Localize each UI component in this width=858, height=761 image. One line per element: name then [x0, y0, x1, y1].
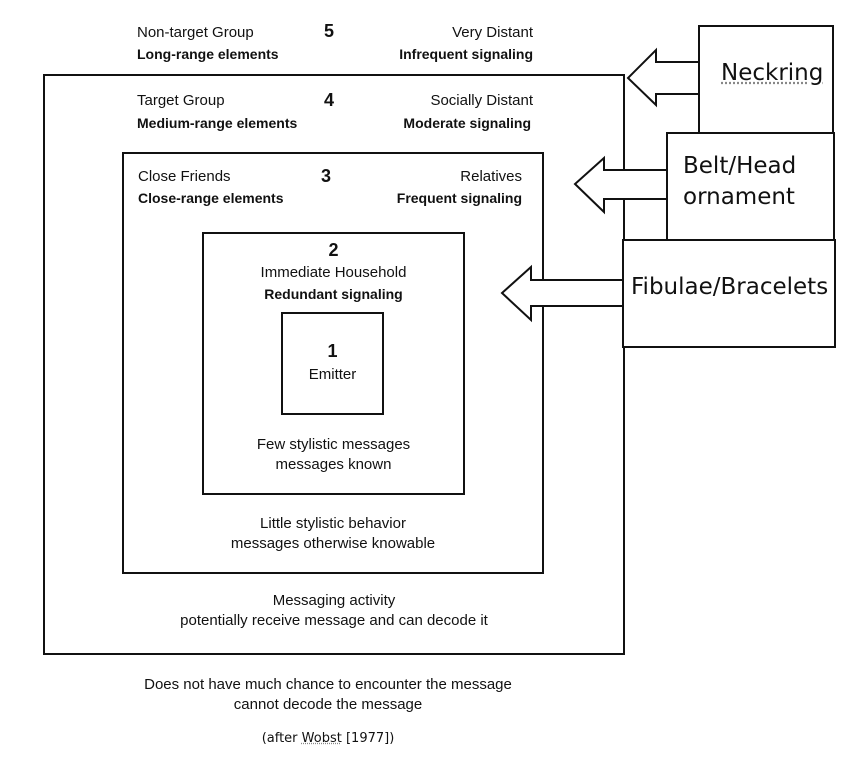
level1-box	[281, 312, 384, 415]
level3-right-title: Relatives	[460, 168, 522, 185]
neckring-box	[698, 25, 834, 134]
level5-right-subtitle: Infrequent signaling	[399, 46, 533, 62]
level5-left-subtitle: Long-range elements	[137, 46, 279, 62]
fibulae-arrow	[500, 264, 624, 323]
level5-note-line2: cannot decode the message	[233, 696, 423, 713]
belt-head-label-line1: Belt/Head	[683, 153, 797, 179]
citation-prefix: (after	[261, 731, 302, 746]
citation-author: Wobst	[301, 731, 342, 746]
level2-number: 2	[328, 240, 339, 260]
level5-note-line1: Does not have much chance to encounter t…	[144, 676, 512, 693]
level2-box	[202, 232, 465, 495]
neckring-arrow	[626, 47, 700, 108]
level4-box	[43, 74, 625, 655]
level4-right-title: Socially Distant	[430, 92, 533, 109]
belt-head-box	[666, 132, 835, 241]
level4-note-line2: potentially receive message and can deco…	[180, 612, 488, 629]
level3-left-subtitle: Close-range elements	[138, 190, 284, 206]
level2-title: Immediate Household	[260, 264, 407, 281]
level4-number: 4	[324, 90, 335, 110]
level3-left-title: Close Friends	[138, 168, 231, 185]
level1-title: Emitter	[308, 366, 357, 383]
level1-number: 1	[327, 341, 338, 361]
level4-right-subtitle: Moderate signaling	[403, 115, 531, 131]
level5-right-title: Very Distant	[452, 24, 533, 41]
level2-subtitle: Redundant signaling	[264, 286, 403, 302]
fibulae-label: Fibulae/Bracelets	[631, 274, 829, 300]
citation: (after Wobst [1977])	[43, 731, 613, 746]
belt-head-label-line2: ornament	[683, 184, 795, 210]
fibulae-box	[622, 239, 836, 348]
belt-head-arrow	[573, 155, 668, 215]
level2-note-line2: messages known	[275, 456, 392, 473]
level3-note-line1: Little stylistic behavior	[260, 515, 406, 532]
level3-note-line2: messages otherwise knowable	[230, 535, 436, 552]
level2-note-line1: Few stylistic messages	[256, 436, 411, 453]
level4-left-title: Target Group	[137, 92, 225, 109]
neckring-label: Neckring	[721, 58, 823, 89]
level5-number: 5	[324, 21, 335, 41]
level5-left-title: Non-target Group	[137, 24, 254, 41]
level3-right-subtitle: Frequent signaling	[396, 190, 522, 206]
level4-note-line1: Messaging activity	[272, 592, 396, 609]
citation-suffix: [1977])	[341, 731, 395, 746]
level3-box	[122, 152, 544, 574]
level4-left-subtitle: Medium-range elements	[137, 115, 298, 131]
neckring-label-text: Neckring	[721, 60, 824, 86]
level3-number: 3	[321, 166, 332, 186]
